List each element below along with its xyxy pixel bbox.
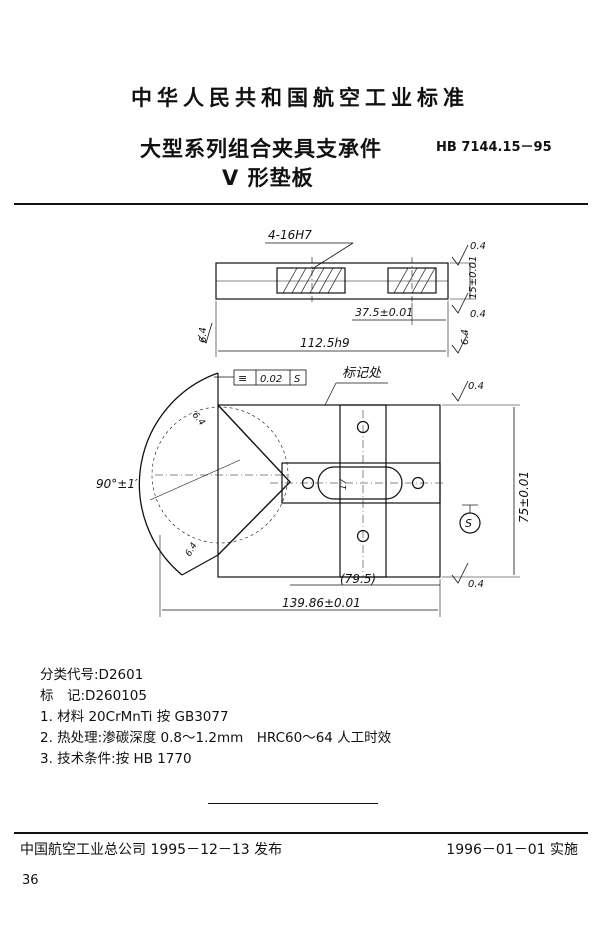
angle-dim-label: 90°±1′ [96, 477, 138, 491]
note-material: 1. 材料 20CrMnTi 按 GB3077 [40, 709, 229, 725]
v-arc [138, 372, 219, 576]
technical-notes: 分类代号:D2601 标 记:D260105 1. 材料 20CrMnTi 按 … [40, 665, 391, 770]
note-marking: 标 记:D260105 [40, 688, 147, 704]
roughness-plan-top: 0.4 [468, 381, 484, 392]
hole-spec-label: 4-16H7 [268, 228, 312, 242]
overall-dim-label: 139.86±0.01 [282, 596, 361, 610]
symmetry-symbol: ≡ [238, 372, 247, 385]
standard-organization: 中华人民共和国航空工业标准 [131, 86, 469, 110]
offset-dim-label: 37.5±0.01 [355, 306, 413, 319]
document-title-line1: 大型系列组合夹具支承件 [140, 137, 382, 161]
document-title-line2: V 形垫板 [222, 166, 314, 190]
issuer-date: 中国航空工业总公司 1995－12－13 发布 [20, 842, 283, 858]
header-rule [14, 203, 588, 205]
v-notch [217, 404, 291, 556]
roughness-side-bottom: 6.4 [460, 329, 471, 345]
width-dim-label: 75±0.01 [517, 471, 531, 523]
groove-width-label: 17 [339, 478, 349, 490]
marking-label: 标记处 [342, 366, 382, 381]
notes-end-rule [208, 803, 378, 805]
technical-drawing: 4-16H7 112.5h9 37.5±0.01 15±0.01 0.4 0.4… [96, 228, 531, 617]
roughness-plan-bottom: 0.4 [468, 579, 484, 590]
roughness-side-left: 6.4 [198, 327, 209, 343]
page-number: 36 [22, 873, 39, 888]
length-dim-label: 112.5h9 [300, 336, 350, 350]
height-dim-label: 15±0.01 [468, 256, 479, 299]
roughness-side-mid: 0.4 [470, 309, 486, 320]
effective-date: 1996－01－01 实施 [446, 842, 578, 858]
plan-view-outline [217, 404, 441, 578]
standard-number: HB 7144.15－95 [436, 140, 552, 155]
symmetry-tolerance-label: 0.02 [260, 374, 282, 385]
footer-rule [14, 832, 588, 834]
datum-s-label: S [465, 517, 472, 530]
ref-dim-label: (79.5) [340, 572, 376, 586]
note-technical-conditions: 3. 技术条件:按 HB 1770 [40, 751, 192, 767]
roughness-arc-bottom: 6.4 [184, 541, 200, 559]
note-classification: 分类代号:D2601 [40, 667, 144, 683]
symmetry-datum-label: S [294, 374, 301, 385]
roughness-side-top: 0.4 [470, 241, 486, 252]
note-heat-treatment: 2. 热处理:渗碳深度 0.8～1.2mm HRC60～64 人工时效 [40, 730, 392, 746]
roughness-arc-top: 6.4 [190, 411, 207, 429]
